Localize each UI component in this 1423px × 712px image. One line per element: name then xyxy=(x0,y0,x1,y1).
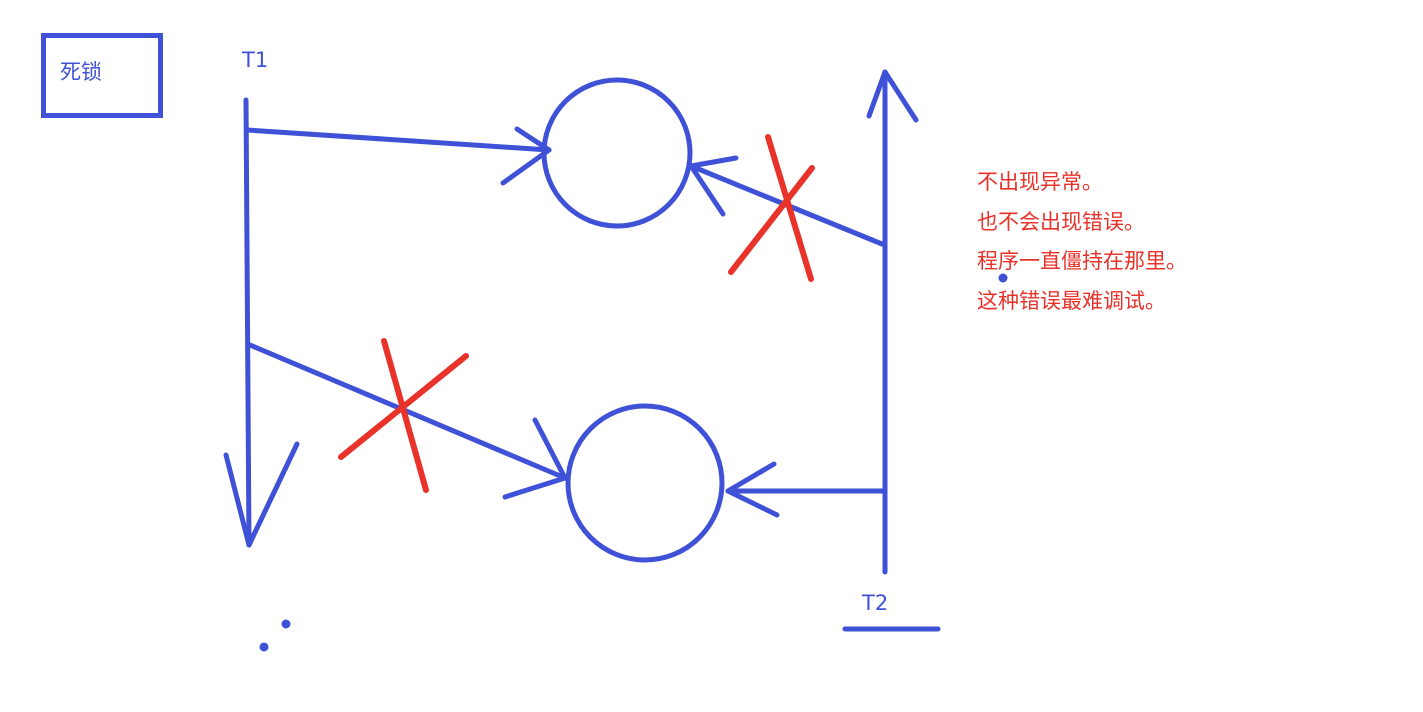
blocked-x-mark-upper xyxy=(765,134,814,282)
diagram-title: 死锁 xyxy=(60,60,102,84)
t1-to-resource-a-arrowhead xyxy=(500,126,552,186)
title-box xyxy=(41,33,163,118)
t1-timeline-arrowhead xyxy=(223,441,300,548)
note-line: 不出现异常。 xyxy=(977,170,1103,194)
resource-a xyxy=(541,77,693,229)
t2-to-resource-a-arrowhead xyxy=(688,155,739,217)
t2-timeline-arrowhead xyxy=(866,69,919,123)
note-line: 这种错误最难调试。 xyxy=(977,288,1166,313)
note-line: 也不会出现错误。 xyxy=(977,209,1145,234)
thread-label-t2: T2 xyxy=(862,591,889,615)
deadlock-notes: 不出现异常。 也不会出现错误。 程序一直僵持在那里。 这种错误最难调试。 xyxy=(977,163,1187,321)
stray-dot xyxy=(281,619,291,629)
thread-label-t1: T1 xyxy=(242,48,269,72)
blocked-x-mark-lower xyxy=(381,338,429,493)
stray-dot xyxy=(998,273,1008,283)
stray-dot xyxy=(259,642,269,652)
resource-b xyxy=(565,403,725,563)
t1-to-resource-b-arrowhead xyxy=(502,417,568,500)
note-line: 程序一直僵持在那里。 xyxy=(977,249,1187,273)
t1-timeline xyxy=(243,97,252,548)
blocked-x-mark-upper xyxy=(728,165,815,275)
t1-to-resource-a-arrow xyxy=(244,127,552,153)
t1-to-resource-b-arrow xyxy=(247,342,568,481)
t2-to-resource-b-arrowhead xyxy=(725,461,780,518)
